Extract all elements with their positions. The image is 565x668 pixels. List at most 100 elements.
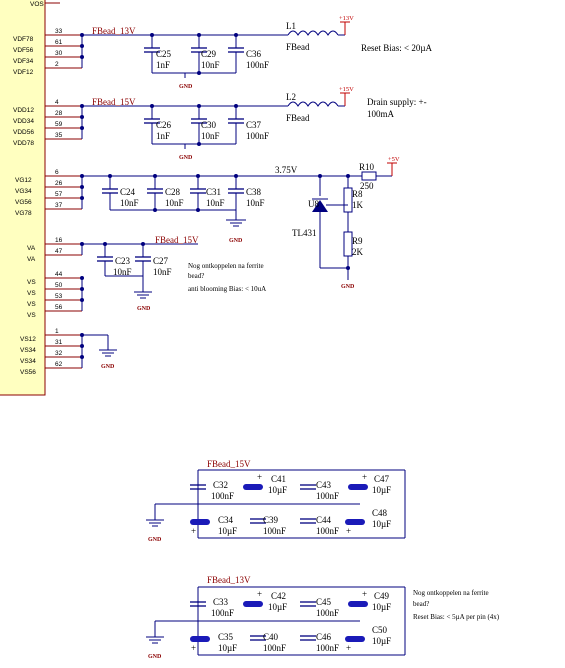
cap-value: 100nF xyxy=(263,643,286,653)
cap-value: 10nF xyxy=(113,267,132,277)
cap-value: 100nF xyxy=(316,526,339,536)
pin-name: VDD78 xyxy=(13,140,34,147)
pins-vdd: VDD12 VDD34 VDD56 VDD78 4 28 59 35 xyxy=(13,99,82,147)
inductor-ref: L2 xyxy=(286,92,296,102)
resistor-ref: R9 xyxy=(352,236,363,246)
ic-ref-u8: U8 xyxy=(308,199,319,209)
pin-name: VDF56 xyxy=(13,47,34,54)
note-nog-3: Nog ontkoppelen na ferrite xyxy=(413,589,489,597)
pin-name: VA xyxy=(27,256,36,263)
pin-number: 33 xyxy=(55,28,63,35)
pin-name: VDD12 xyxy=(13,107,34,114)
net-label-fbead13-lower: FBead_13V xyxy=(207,575,251,585)
cap-ref: C43 xyxy=(316,480,332,490)
plus-sign: + xyxy=(257,472,262,482)
cap-ref: C32 xyxy=(213,480,228,490)
cap-value: 10µF xyxy=(372,602,391,612)
gnd-label: GND xyxy=(341,284,355,290)
cap-value: 10µF xyxy=(372,519,391,529)
note-reset-per-pin: Reset Bias: < 5µA per pin (4x) xyxy=(413,613,500,621)
inductor-value: FBead xyxy=(286,113,310,123)
pin-number: 30 xyxy=(55,50,63,57)
cap-value: 10nF xyxy=(201,60,220,70)
plus-sign: + xyxy=(362,589,367,599)
cap-ref: C46 xyxy=(316,632,332,642)
plus-sign: + xyxy=(362,472,367,482)
note-anti-blooming: anti blooming Bias: < 10uA xyxy=(188,285,266,293)
cap-ref: C38 xyxy=(246,187,262,197)
note-drain-2: 100mA xyxy=(367,109,395,119)
cap-value: 10µF xyxy=(218,526,237,536)
pin-name-vos: VOS xyxy=(30,1,44,8)
pin-name: VS xyxy=(27,279,36,286)
cap-ref: C35 xyxy=(218,632,234,642)
pin-name: VDF34 xyxy=(13,58,34,65)
pin-number: 16 xyxy=(55,237,63,244)
note-nog-2: bead? xyxy=(188,272,204,280)
cap-value: 10nF xyxy=(246,198,265,208)
resistor-ref: R8 xyxy=(352,189,363,199)
cap-ref: C49 xyxy=(374,591,390,601)
cap-value: 10nF xyxy=(165,198,184,208)
cap-value: 100nF xyxy=(211,491,234,501)
cap-ref: C36 xyxy=(246,49,262,59)
gnd-label: GND xyxy=(148,537,162,543)
cap-ref: C31 xyxy=(206,187,221,197)
cap-value: 100nF xyxy=(246,131,269,141)
pin-name: VG12 xyxy=(15,177,32,184)
note-nog-1: Nog ontkoppelen na ferrite xyxy=(188,262,264,270)
gnd-label: GND xyxy=(179,84,193,90)
pin-number: 50 xyxy=(55,282,63,289)
power-label-5v: +5V xyxy=(388,156,400,163)
gnd-label: GND xyxy=(148,654,162,660)
gnd-label: GND xyxy=(179,155,193,161)
ic-body: VOS xyxy=(0,0,60,396)
pin-name: VS34 xyxy=(20,358,36,365)
plus-sign: + xyxy=(346,526,351,536)
pin-number: 53 xyxy=(55,293,63,300)
cap-ref: C44 xyxy=(316,515,332,525)
pin-number: 26 xyxy=(55,180,63,187)
cap-ref: C33 xyxy=(213,597,229,607)
gnd-label: GND xyxy=(101,364,115,370)
cap-value: 100nF xyxy=(316,608,339,618)
pin-name: VG56 xyxy=(15,199,32,206)
pin-name: VS xyxy=(27,312,36,319)
cap-ref: C30 xyxy=(201,120,217,130)
cap-ref: C34 xyxy=(218,515,234,525)
pin-name: VS xyxy=(27,301,36,308)
cap-ref: C50 xyxy=(372,625,388,635)
pin-number: 44 xyxy=(55,271,63,278)
pin-number: 6 xyxy=(55,169,59,176)
pin-number: 35 xyxy=(55,132,63,139)
pin-name: VS56 xyxy=(20,369,36,376)
pins-vs-ground: VS12 VS34 VS34 VS56 1 31 32 62 xyxy=(20,328,82,376)
net-label-fbead15-lower: FBead_15V xyxy=(207,459,251,469)
pin-number: 37 xyxy=(55,202,63,209)
cap-ref: C47 xyxy=(374,474,390,484)
pin-name: VDD56 xyxy=(13,129,34,136)
pin-number: 56 xyxy=(55,304,63,311)
section-vref: 3.75V GND C24 10nF C28 10nF C31 10nF C38… xyxy=(80,156,400,290)
pin-number: 28 xyxy=(55,110,63,117)
pin-number: 32 xyxy=(55,350,63,357)
power-label-15v: +15V xyxy=(339,86,354,93)
net-label-375v: 3.75V xyxy=(275,165,298,175)
cap-ref: C27 xyxy=(153,256,169,266)
cap-value: 10µF xyxy=(268,602,287,612)
cap-ref: C39 xyxy=(263,515,279,525)
cap-value: 1nF xyxy=(156,131,170,141)
cap-value: 10µF xyxy=(268,485,287,495)
inductor-value: FBead xyxy=(286,42,310,52)
section-fbead-13v: FBead_13V GND C25 1nF C29 10nF C36 100nF… xyxy=(80,15,433,90)
resistor-value: 1K xyxy=(352,200,364,210)
net-label-fbead15: FBead_15V xyxy=(92,97,136,107)
pin-number: 47 xyxy=(55,248,63,255)
pin-number: 31 xyxy=(55,339,63,346)
cap-ref: C26 xyxy=(156,120,172,130)
section-vs: GND xyxy=(80,276,117,370)
cap-ref: C37 xyxy=(246,120,262,130)
pins-vdf: VDF78 VDF56 VDF34 VDF12 33 61 30 2 xyxy=(13,28,82,76)
plus-sign: + xyxy=(257,589,262,599)
